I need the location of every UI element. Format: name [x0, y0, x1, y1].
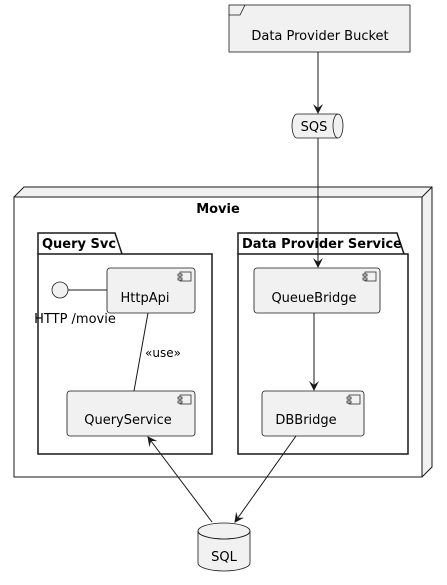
- component-icon: [177, 271, 192, 282]
- movie-node-title: Movie: [196, 202, 240, 217]
- http-interface-label: HTTP /movie: [34, 312, 116, 327]
- component-icon: [362, 271, 377, 282]
- sql-database: SQL: [197, 522, 251, 572]
- data-provider-bucket-label: Data Provider Bucket: [251, 29, 388, 44]
- interface-circle-icon: [51, 281, 69, 299]
- query-svc-title: Query Svc: [42, 237, 116, 252]
- edge-db-bridge-to-sql: [234, 435, 297, 523]
- http-api-label: HttpApi: [121, 291, 170, 306]
- http-api-component: HttpApi: [106, 267, 196, 314]
- sql-label: SQL: [211, 550, 237, 565]
- db-bridge-label: DBBridge: [275, 413, 336, 428]
- sqs-queue: SQS: [291, 113, 344, 139]
- edges: «use»: [133, 52, 323, 523]
- edge-http-api-use-query-service: [133, 312, 149, 392]
- sqs-label: SQS: [301, 120, 328, 135]
- http-interface: HTTP /movie: [34, 281, 116, 327]
- query-service-component: QueryService: [66, 390, 196, 437]
- folder-tab-icon: [37, 232, 123, 255]
- folder-tab-icon: [229, 4, 246, 16]
- db-bridge-component: DBBridge: [261, 390, 365, 437]
- queue-bridge-label: QueueBridge: [271, 291, 356, 306]
- query-service-label: QueryService: [84, 413, 172, 428]
- use-label: «use»: [145, 346, 181, 360]
- queue-bridge-component: QueueBridge: [253, 267, 381, 314]
- database-icon: [197, 531, 251, 572]
- component-icon: [346, 394, 361, 405]
- data-provider-service-title: Data Provider Service: [242, 237, 402, 252]
- data-provider-bucket: Data Provider Bucket: [228, 4, 411, 53]
- component-icon: [177, 394, 192, 405]
- edge-sql-to-query-service: [147, 436, 213, 523]
